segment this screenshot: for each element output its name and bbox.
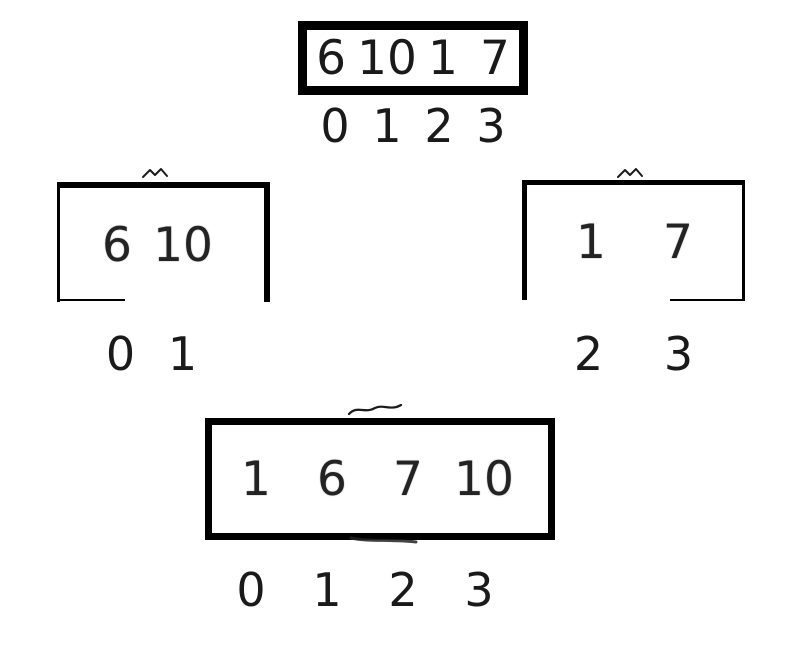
index-label: 0 [320,99,350,153]
left-subarray-index-row: 0 1 [57,330,270,378]
array-cell-value: 1 [241,451,271,507]
array-cell-value: 6 [102,217,132,273]
index-label: 1 [312,563,342,617]
array-cell-value: 1 [427,30,458,86]
index-label: 3 [464,563,494,617]
merged-array-index-row: 0 1 2 3 [205,566,555,614]
array-cell-value: 7 [479,30,510,86]
index-label: 2 [424,99,454,153]
right-box-partial-bottom-border [670,299,745,301]
array-cell-value: 10 [454,451,514,507]
right-subarray-index-row: 2 3 [522,330,745,378]
left-subarray-box: 6 10 [57,182,270,302]
index-label: 2 [388,563,418,617]
left-box-partial-bottom-border [57,299,125,301]
input-array-box: 6 10 1 7 [298,21,528,95]
smudge-arrow-remnant-icon [349,535,419,545]
input-array-index-row: 0 1 2 3 [298,102,528,150]
input-array-values: 6 10 1 7 [307,30,519,86]
array-cell-value: 6 [317,451,347,507]
squiggle-arrow-remnant-icon [347,401,403,417]
array-cell-value: 6 [316,30,347,86]
array-cell-value: 7 [393,451,423,507]
index-label: 0 [236,563,266,617]
array-cell-value: 7 [663,215,693,270]
index-label: 3 [663,327,694,381]
array-cell-value: 10 [153,217,213,273]
array-cell-value: 1 [576,215,606,270]
merged-array-box: 1 6 7 10 [205,418,555,540]
right-subarray-box: 1 7 [522,180,745,300]
index-label: 2 [573,327,604,381]
merged-array-values: 1 6 7 10 [212,425,548,533]
index-label: 0 [105,327,136,381]
index-label: 1 [167,327,198,381]
squiggle-arrow-remnant-icon [141,167,169,180]
index-label: 3 [476,99,506,153]
array-cell-value: 10 [357,30,417,86]
left-subarray-values: 6 10 [60,188,264,302]
squiggle-arrow-remnant-icon [616,167,644,180]
right-subarray-values: 1 7 [527,185,742,300]
index-label: 1 [372,99,402,153]
